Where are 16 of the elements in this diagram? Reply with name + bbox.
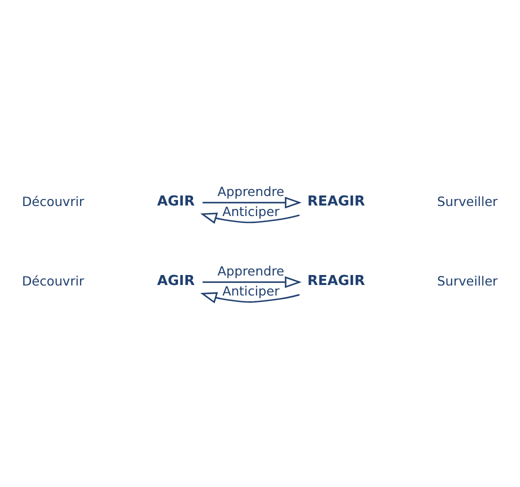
node-text: REAGIR xyxy=(307,272,365,289)
label: Surveiller xyxy=(437,194,498,210)
arrow xyxy=(202,196,302,208)
node-text: AGIR xyxy=(157,272,195,289)
label: Découvrir xyxy=(22,194,84,210)
edge-label: Apprendre xyxy=(218,185,284,200)
arrow xyxy=(200,212,300,224)
label: Découvrir xyxy=(22,274,84,290)
label: Surveiller xyxy=(437,274,498,290)
node-text: REAGIR xyxy=(307,193,365,210)
edge-label: Apprendre xyxy=(218,264,284,280)
node-text: AGIR xyxy=(157,193,195,210)
arrow xyxy=(200,292,300,304)
edge-label: Anticiper xyxy=(222,204,280,220)
edge-label: Anticiper xyxy=(222,284,280,300)
arrow xyxy=(202,276,302,288)
